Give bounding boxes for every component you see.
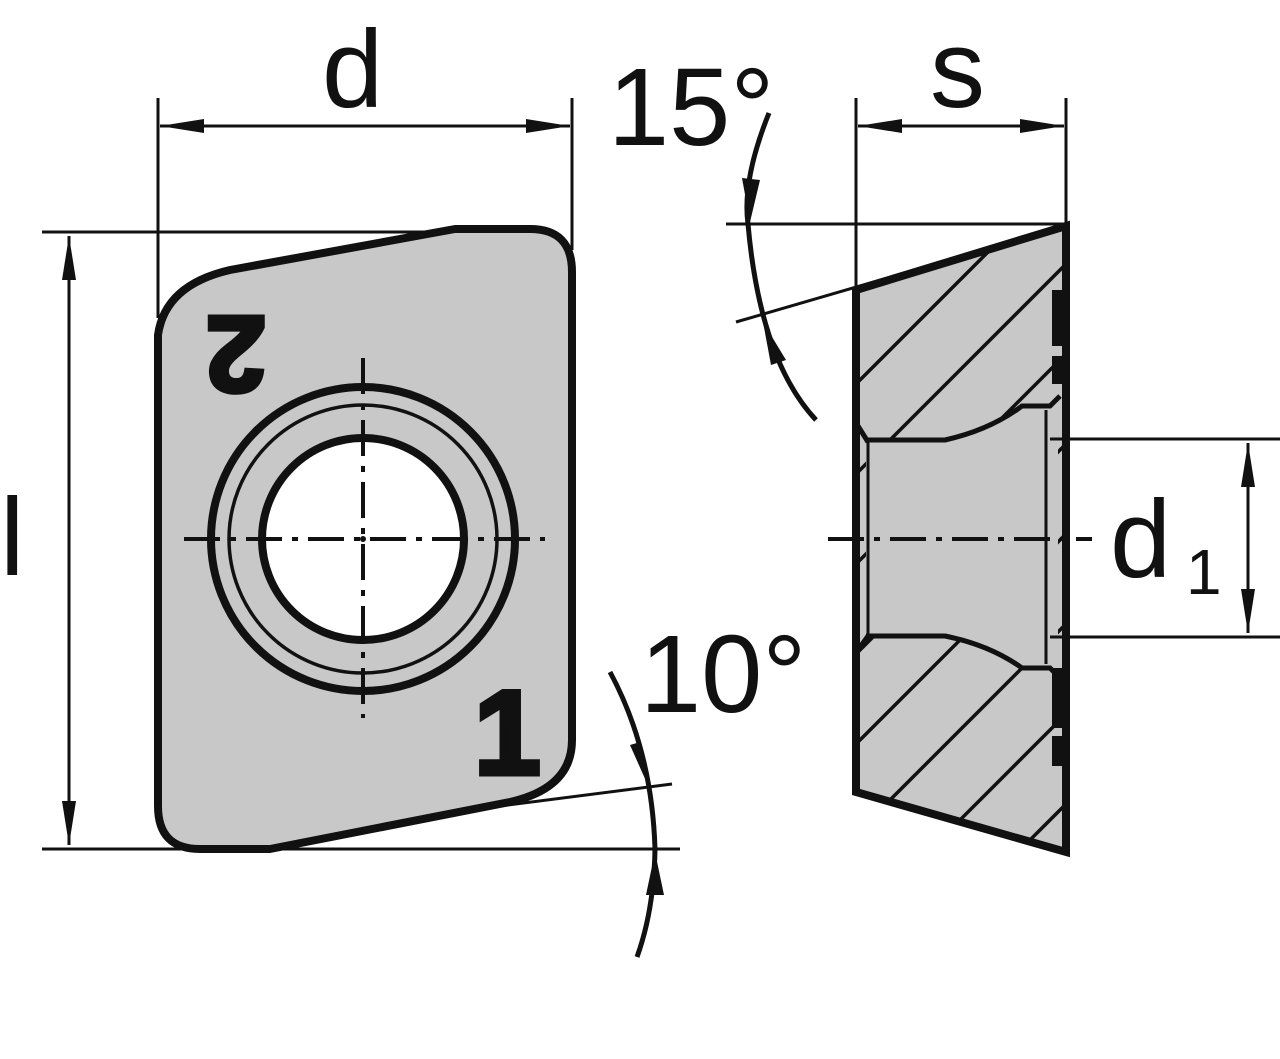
angle-label-15: 15° (608, 46, 774, 169)
svg-text:1: 1 (474, 666, 541, 800)
chipbreaker-notch-4 (1052, 736, 1062, 766)
section-bore (866, 398, 1058, 690)
angle-arrow-15-bottom (763, 322, 786, 365)
svg-text:2: 2 (206, 294, 266, 415)
top-view: d l 2 1 10° (0, 8, 806, 958)
d1-label-main: d (1110, 478, 1171, 601)
center-point (360, 536, 366, 542)
chipbreaker-notch-2 (1052, 356, 1062, 384)
d-label: d (322, 8, 383, 131)
angle-arrow-10-top (630, 742, 650, 790)
angle-arc-15-upper (744, 112, 772, 225)
corner-marking-2: 2 (203, 292, 268, 418)
angle-arrow-10-bottom (646, 852, 664, 895)
bore-edge-top (866, 394, 1062, 443)
chipbreaker-notch-3 (1052, 668, 1062, 728)
d1-label: d (1110, 478, 1171, 601)
chipbreaker-notch-1 (1052, 290, 1062, 346)
section-view: s 15° (608, 8, 1280, 858)
angle-arrow-15-top (742, 178, 760, 222)
d1-label-subscript: 1 (1186, 536, 1222, 608)
bore-edge-bottom (866, 633, 1062, 680)
clearance-line-bottom (499, 782, 673, 808)
corner-marking-1: 1 (472, 664, 544, 803)
s-label: s (930, 8, 985, 131)
l-label: l (0, 476, 24, 599)
angle-arc-15-lower (745, 223, 818, 422)
angle-label-10: 10° (640, 613, 806, 736)
section-outline (852, 220, 1070, 858)
